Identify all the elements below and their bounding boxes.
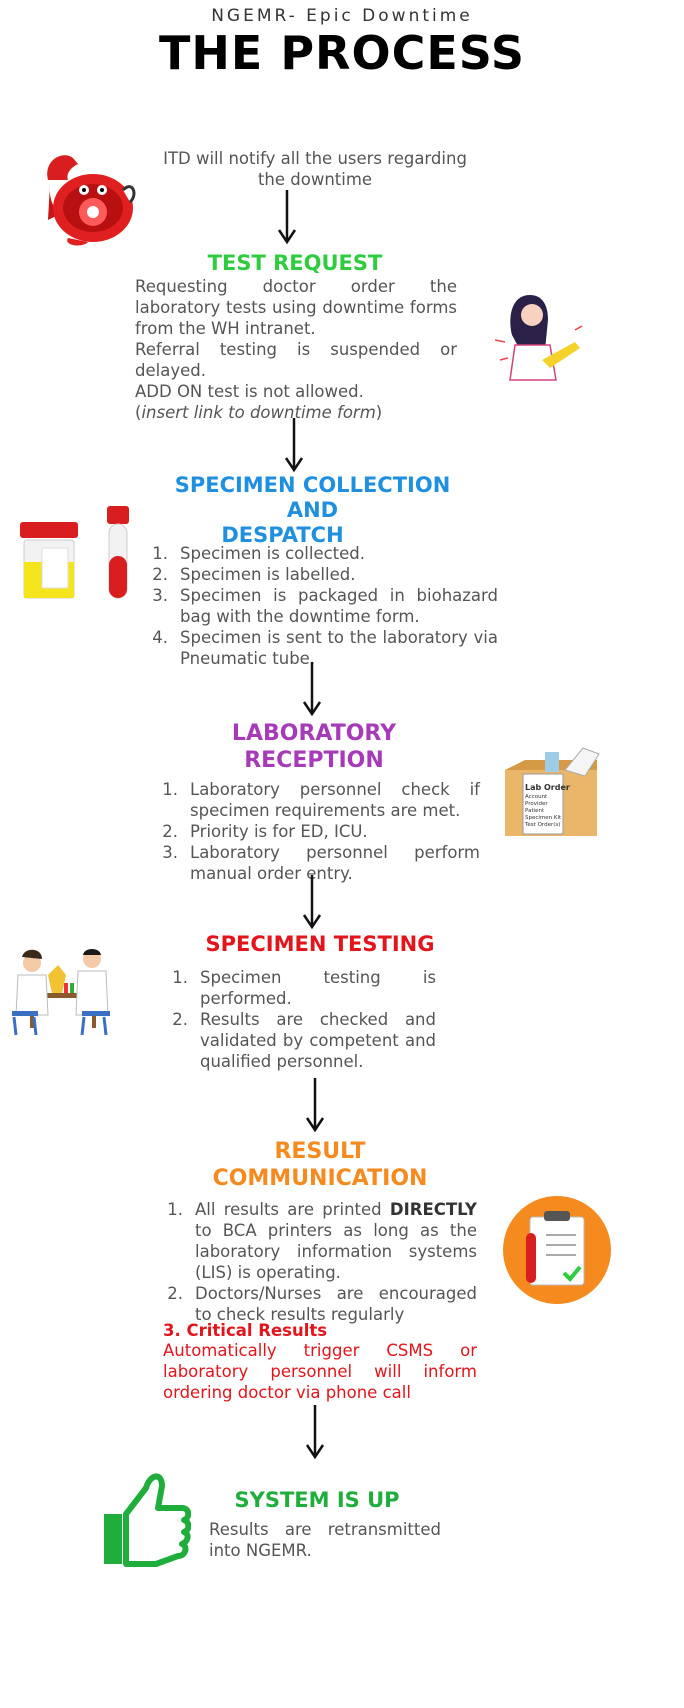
lab-reception-heading: LABORATORY RECEPTION	[200, 720, 428, 774]
list-item: 1.All results are printed DIRECTLY to BC…	[167, 1200, 477, 1282]
test-request-heading: TEST REQUEST	[207, 251, 383, 275]
test-request-line2: Referral testing is suspended or delayed…	[135, 340, 457, 380]
list-item: 1.Specimen is collected.	[152, 544, 366, 563]
specimen-testing-steps: 1.Specimen testing is performed. 2.Resul…	[166, 967, 436, 1072]
down-arrow-icon	[305, 1405, 325, 1460]
down-arrow-icon	[302, 875, 322, 930]
lab-reception-heading-line2: RECEPTION	[244, 748, 384, 773]
specimen-collection-heading-line2: AND	[286, 498, 339, 522]
test-request-link-text: (insert link to downtime form)	[135, 403, 383, 422]
specimen-collection-heading: SPECIMEN COLLECTION AND DESPATCH	[170, 472, 455, 549]
thumbs-up-icon	[96, 1468, 192, 1568]
specimen-collection-heading-line1: SPECIMEN COLLECTION	[174, 473, 451, 497]
test-request-line3: ADD ON test is not allowed.	[135, 382, 364, 401]
directly-emphasis: DIRECTLY	[389, 1200, 477, 1219]
notify-text: ITD will notify all the users regarding …	[163, 149, 467, 189]
lab-reception-steps: 1.Laboratory personnel check if specimen…	[156, 779, 480, 884]
result-communication-heading-line1: RESULT	[274, 1139, 366, 1164]
result-communication-heading-line2: COMMUNICATION	[212, 1166, 428, 1191]
down-arrow-icon	[302, 662, 322, 717]
scientists-icon	[4, 945, 116, 1037]
list-item: 3.Specimen is packaged in biohazard bag …	[152, 586, 498, 626]
clipboard-icon	[502, 1195, 612, 1305]
list-item: 2.Results are checked and validated by c…	[172, 1010, 436, 1071]
down-arrow-icon	[305, 1078, 325, 1133]
system-up-text: Results are retransmitted into NGEMR.	[209, 1520, 441, 1560]
list-item: 1.Specimen testing is performed.	[172, 968, 436, 1008]
lab-order-box-icon: Lab Order Account Provider Patient Speci…	[505, 740, 601, 838]
system-up-heading: SYSTEM IS UP	[234, 1488, 400, 1512]
list-item: 2.Specimen is labelled.	[152, 565, 356, 584]
critical-results-text: Automatically trigger CSMS or laboratory…	[163, 1341, 477, 1402]
page-subtitle: NGEMR- Epic Downtime	[211, 6, 473, 26]
blood-tube-icon	[106, 506, 130, 600]
woman-laptop-icon	[490, 290, 585, 385]
test-request-line1: Requesting doctor order the laboratory t…	[135, 277, 457, 338]
list-item: 4.Specimen is sent to the laboratory via…	[152, 628, 498, 668]
down-arrow-icon	[277, 190, 297, 245]
critical-results-heading: 3. Critical Results	[163, 1321, 328, 1340]
urine-cup-icon	[18, 522, 80, 600]
list-item: 2.Doctors/Nurses are encouraged to check…	[167, 1284, 477, 1324]
specimen-testing-heading: SPECIMEN TESTING	[205, 932, 435, 956]
result-communication-steps: 1.All results are printed DIRECTLY to BC…	[161, 1199, 477, 1325]
list-item: 2.Priority is for ED, ICU.	[162, 822, 368, 841]
lab-order-label: Lab Order	[525, 783, 570, 792]
specimen-collection-steps: 1.Specimen is collected. 2.Specimen is l…	[146, 543, 498, 669]
lab-reception-heading-line1: LABORATORY	[231, 721, 397, 746]
down-arrow-icon	[284, 418, 304, 473]
specimen-collection-heading-line3: DESPATCH	[221, 523, 344, 547]
downtime-form-link[interactable]: insert link to downtime form	[141, 403, 376, 422]
telephone-icon	[38, 150, 138, 250]
result-communication-heading: RESULT COMMUNICATION	[200, 1138, 440, 1192]
lab-order-lines: Account Provider Patient Specimen Kit Te…	[525, 794, 562, 828]
test-request-body: Requesting doctor order the laboratory t…	[135, 276, 457, 423]
page-title: THE PROCESS	[159, 26, 525, 80]
list-item: 1.Laboratory personnel check if specimen…	[162, 780, 480, 820]
